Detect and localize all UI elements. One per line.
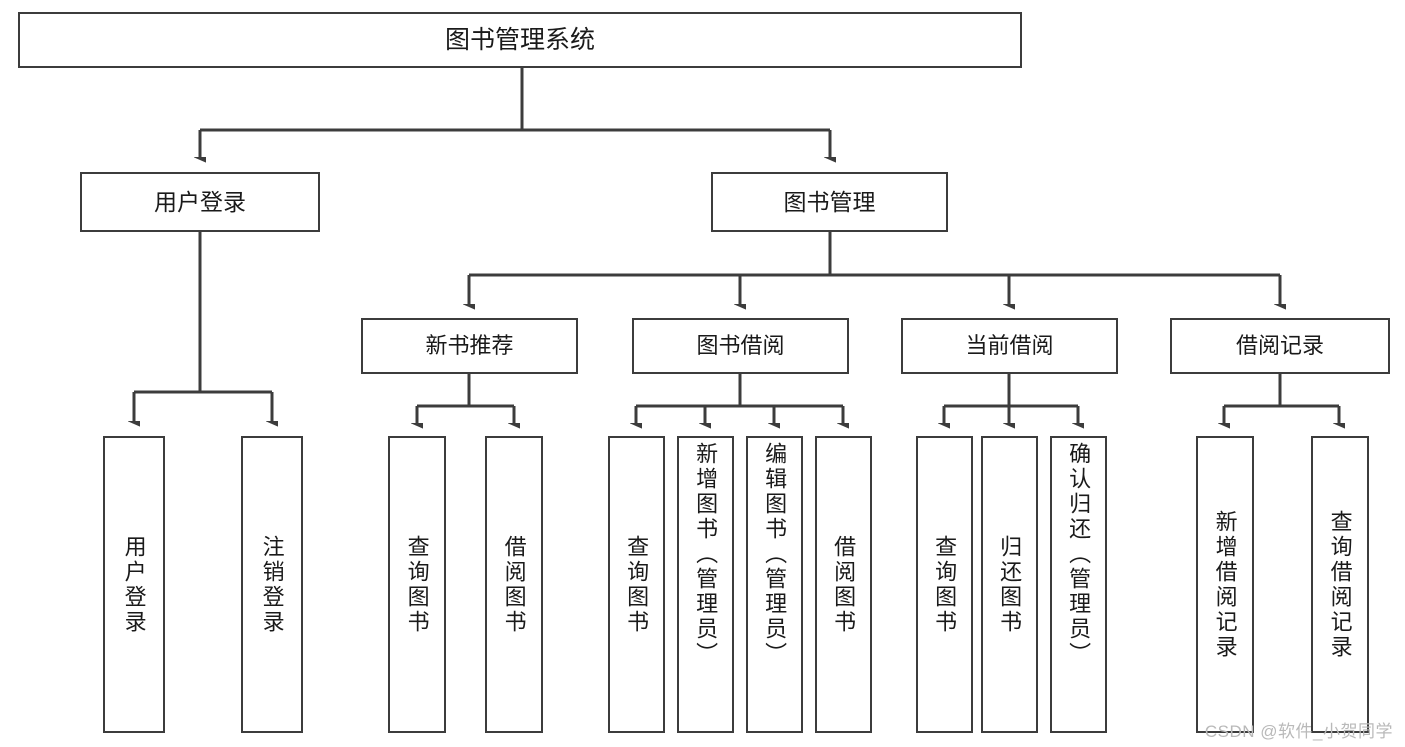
leaf-book-borrow-add[interactable]: 新增图书（管理员） — [677, 436, 734, 733]
node-current-borrow[interactable]: 当前借阅 — [901, 318, 1118, 374]
leaf-new-book-query-label: 查询图书 — [404, 534, 430, 635]
leaf-borrow-record-query[interactable]: 查询借阅记录 — [1311, 436, 1369, 733]
leaf-book-borrow-query-label: 查询图书 — [624, 534, 650, 635]
node-user-login[interactable]: 用户登录 — [80, 172, 320, 232]
leaf-current-borrow-return[interactable]: 归还图书 — [981, 436, 1038, 733]
leaf-book-borrow-edit[interactable]: 编辑图书（管理员） — [746, 436, 803, 733]
node-new-book-recommend-label: 新书推荐 — [425, 333, 514, 359]
node-current-borrow-label: 当前借阅 — [965, 333, 1054, 359]
leaf-user-login-login-label: 用户登录 — [121, 534, 147, 635]
leaf-current-borrow-confirm[interactable]: 确认归还（管理员） — [1050, 436, 1107, 733]
leaf-user-login-logout-label: 注销登录 — [259, 534, 285, 635]
node-borrow-record-label: 借阅记录 — [1235, 333, 1324, 359]
leaf-user-login-logout[interactable]: 注销登录 — [241, 436, 303, 733]
node-root-system[interactable]: 图书管理系统 — [18, 12, 1022, 68]
leaf-new-book-borrow[interactable]: 借阅图书 — [485, 436, 543, 733]
node-book-borrow[interactable]: 图书借阅 — [632, 318, 849, 374]
leaf-new-book-borrow-label: 借阅图书 — [501, 534, 527, 635]
leaf-borrow-record-query-label: 查询借阅记录 — [1327, 509, 1353, 660]
node-book-management[interactable]: 图书管理 — [711, 172, 948, 232]
leaf-current-borrow-confirm-label: 确认归还（管理员） — [1066, 442, 1092, 667]
leaf-borrow-record-add[interactable]: 新增借阅记录 — [1196, 436, 1254, 733]
leaf-user-login-login[interactable]: 用户登录 — [103, 436, 165, 733]
leaf-book-borrow-edit-label: 编辑图书（管理员） — [762, 442, 788, 667]
leaf-book-borrow-borrow-label: 借阅图书 — [831, 534, 857, 635]
node-root-system-label: 图书管理系统 — [444, 25, 595, 54]
leaf-new-book-query[interactable]: 查询图书 — [388, 436, 446, 733]
node-borrow-record[interactable]: 借阅记录 — [1170, 318, 1390, 374]
leaf-book-borrow-query[interactable]: 查询图书 — [608, 436, 665, 733]
leaf-current-borrow-return-label: 归还图书 — [997, 534, 1023, 635]
leaf-current-borrow-query-label: 查询图书 — [932, 534, 958, 635]
node-user-login-label: 用户登录 — [154, 188, 246, 215]
node-book-management-label: 图书管理 — [783, 188, 876, 215]
csdn-watermark: CSDN @软件_小贺同学 — [1204, 722, 1393, 741]
leaf-book-borrow-borrow[interactable]: 借阅图书 — [815, 436, 872, 733]
node-new-book-recommend[interactable]: 新书推荐 — [361, 318, 578, 374]
leaf-borrow-record-add-label: 新增借阅记录 — [1212, 509, 1238, 660]
leaf-current-borrow-query[interactable]: 查询图书 — [916, 436, 973, 733]
node-book-borrow-label: 图书借阅 — [696, 333, 785, 359]
leaf-book-borrow-add-label: 新增图书（管理员） — [693, 442, 719, 667]
